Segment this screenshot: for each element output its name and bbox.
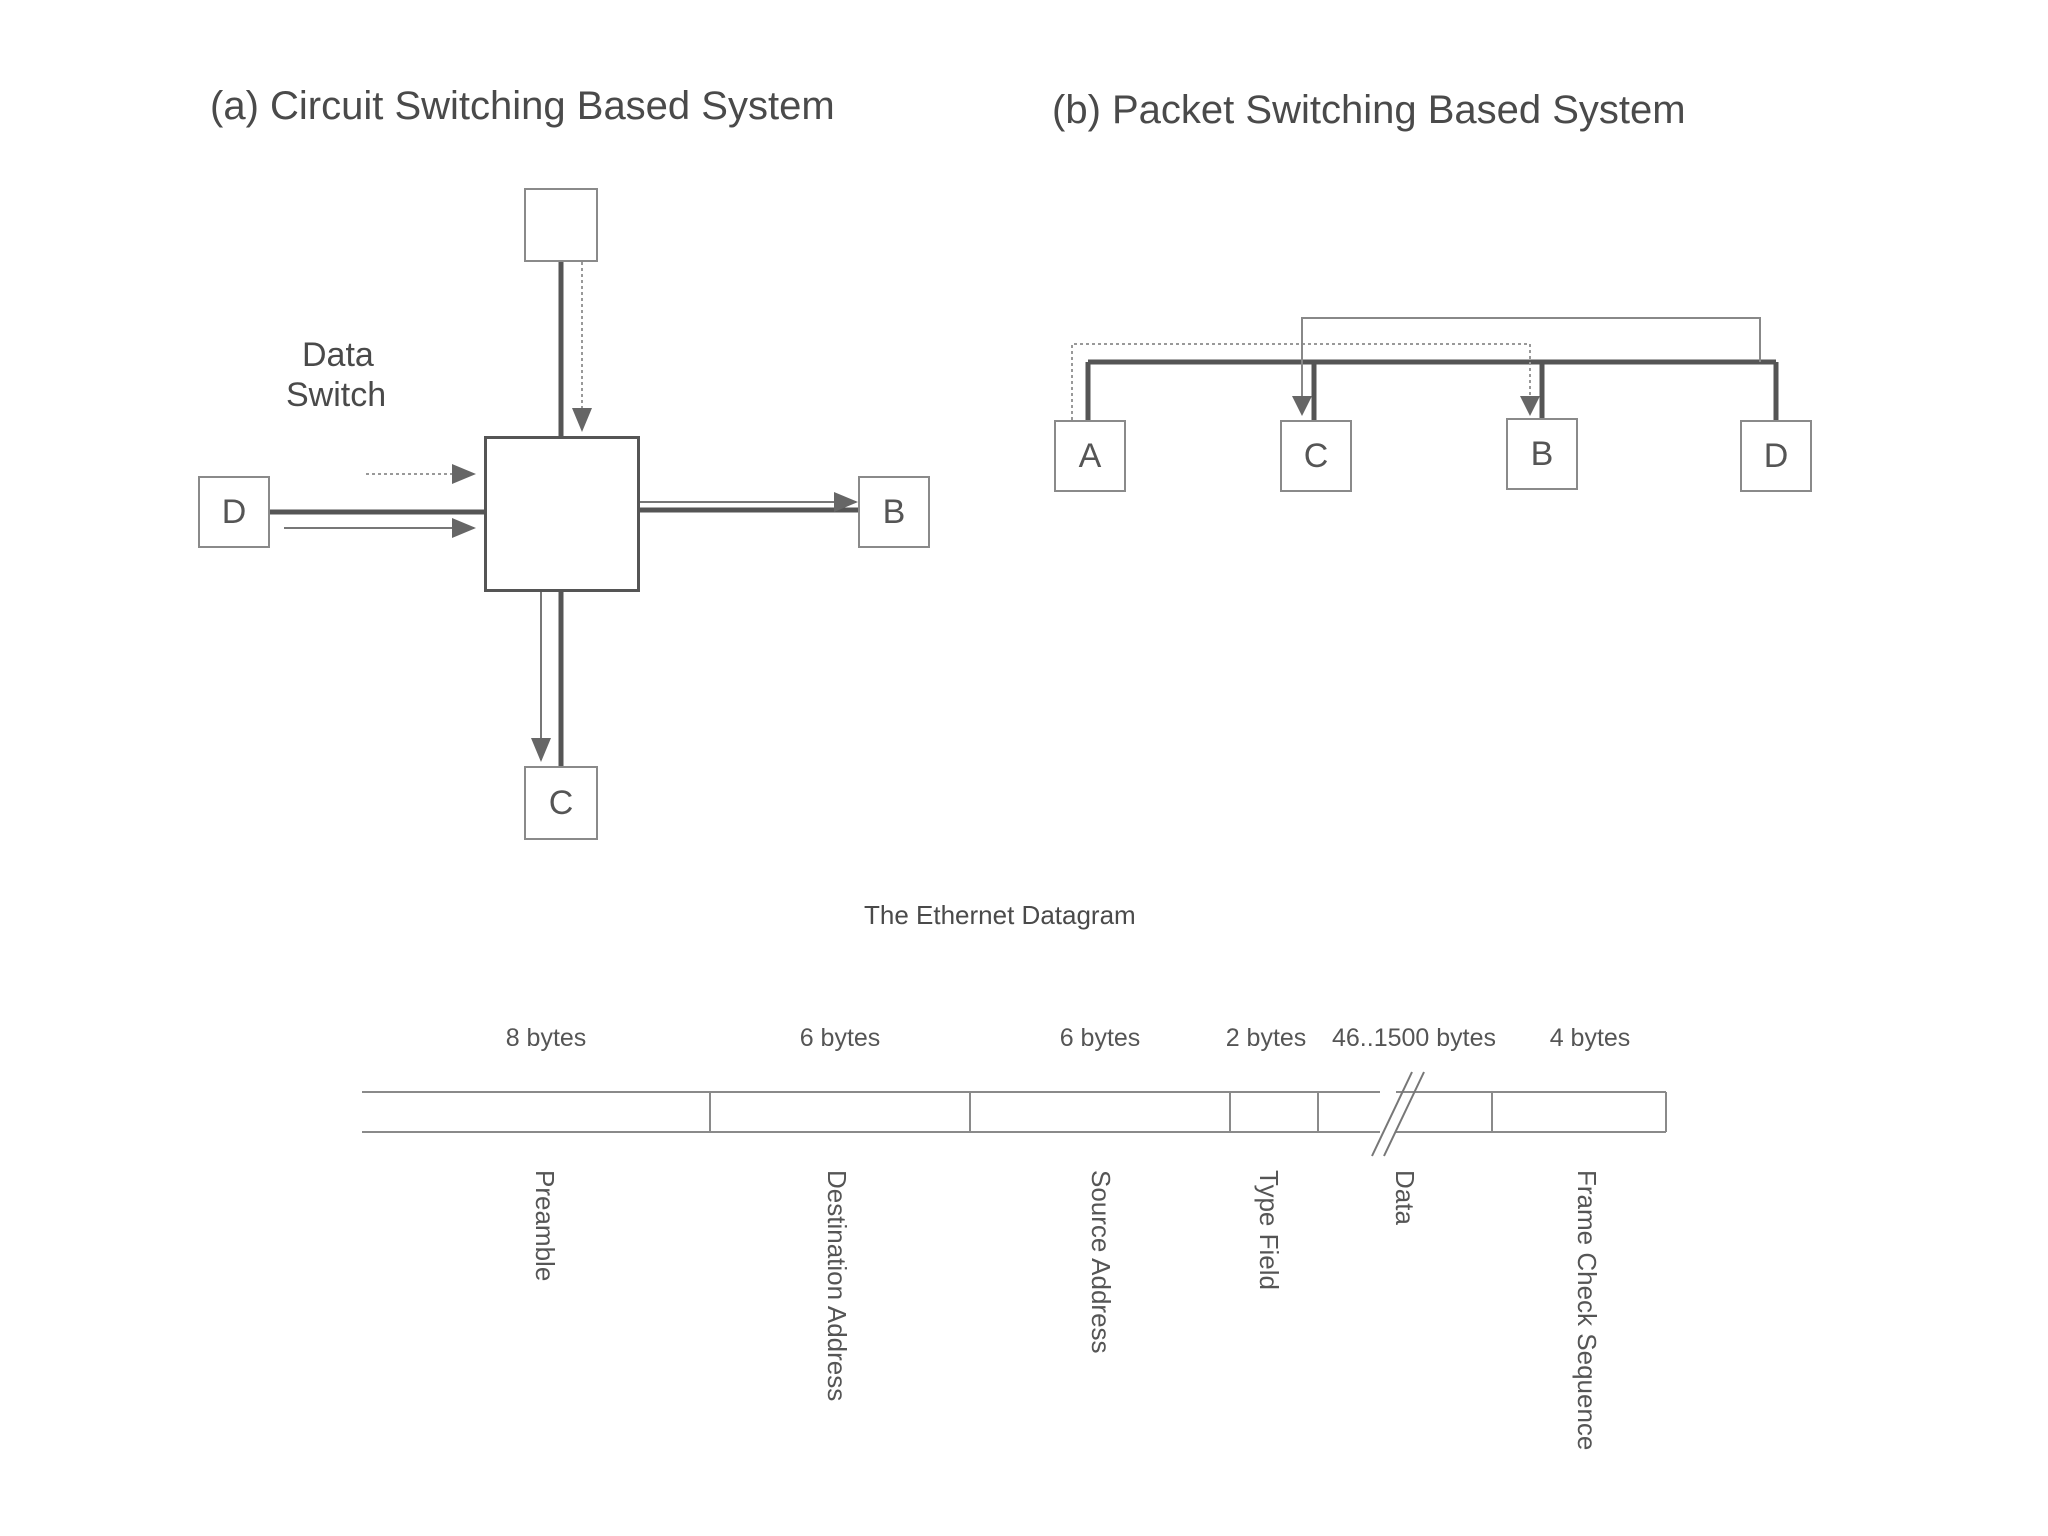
field-name-data: Data xyxy=(1390,1170,1420,1225)
circuit-node-top xyxy=(524,188,598,262)
packet-node-c: C xyxy=(1280,420,1352,492)
field-bytes-source: 6 bytes xyxy=(1059,1024,1141,1052)
field-name-destination: Destination Address xyxy=(822,1170,852,1402)
data-switch-label-line2: Switch xyxy=(286,376,387,414)
circuit-switching-title: (a) Circuit Switching Based System xyxy=(210,84,835,128)
break-gap xyxy=(1380,1090,1396,1134)
circuit-node-c: C xyxy=(524,766,598,840)
thin-path-d-to-c xyxy=(1292,317,1761,416)
dotted-path-a-to-b xyxy=(1071,343,1540,420)
packet-node-d: D xyxy=(1740,420,1812,492)
break-mark-1 xyxy=(1371,1071,1413,1157)
field-bytes-destination: 6 bytes xyxy=(799,1024,881,1052)
field-name-fcs: Frame Check Sequence xyxy=(1572,1170,1602,1451)
field-bytes-fcs: 4 bytes xyxy=(1549,1024,1631,1052)
data-switch-label-line1: Data xyxy=(302,336,374,374)
packet-switching-title: (b) Packet Switching Based System xyxy=(1052,88,1686,132)
field-bytes-data: 46..1500 bytes xyxy=(1331,1024,1497,1052)
field-bytes-type: 2 bytes xyxy=(1225,1024,1307,1052)
field-bytes-preamble: 8 bytes xyxy=(505,1024,587,1052)
data-switch-box xyxy=(484,436,640,592)
field-name-source: Source Address xyxy=(1086,1170,1116,1354)
break-mark-2 xyxy=(1383,1071,1425,1157)
packet-node-b: B xyxy=(1506,418,1578,490)
field-name-type: Type Field xyxy=(1254,1170,1284,1290)
circuit-node-d: D xyxy=(198,476,270,548)
circuit-node-b: B xyxy=(858,476,930,548)
ethernet-datagram-title: The Ethernet Datagram xyxy=(864,900,1136,930)
field-name-preamble: Preamble xyxy=(530,1170,560,1282)
packet-node-a: A xyxy=(1054,420,1126,492)
